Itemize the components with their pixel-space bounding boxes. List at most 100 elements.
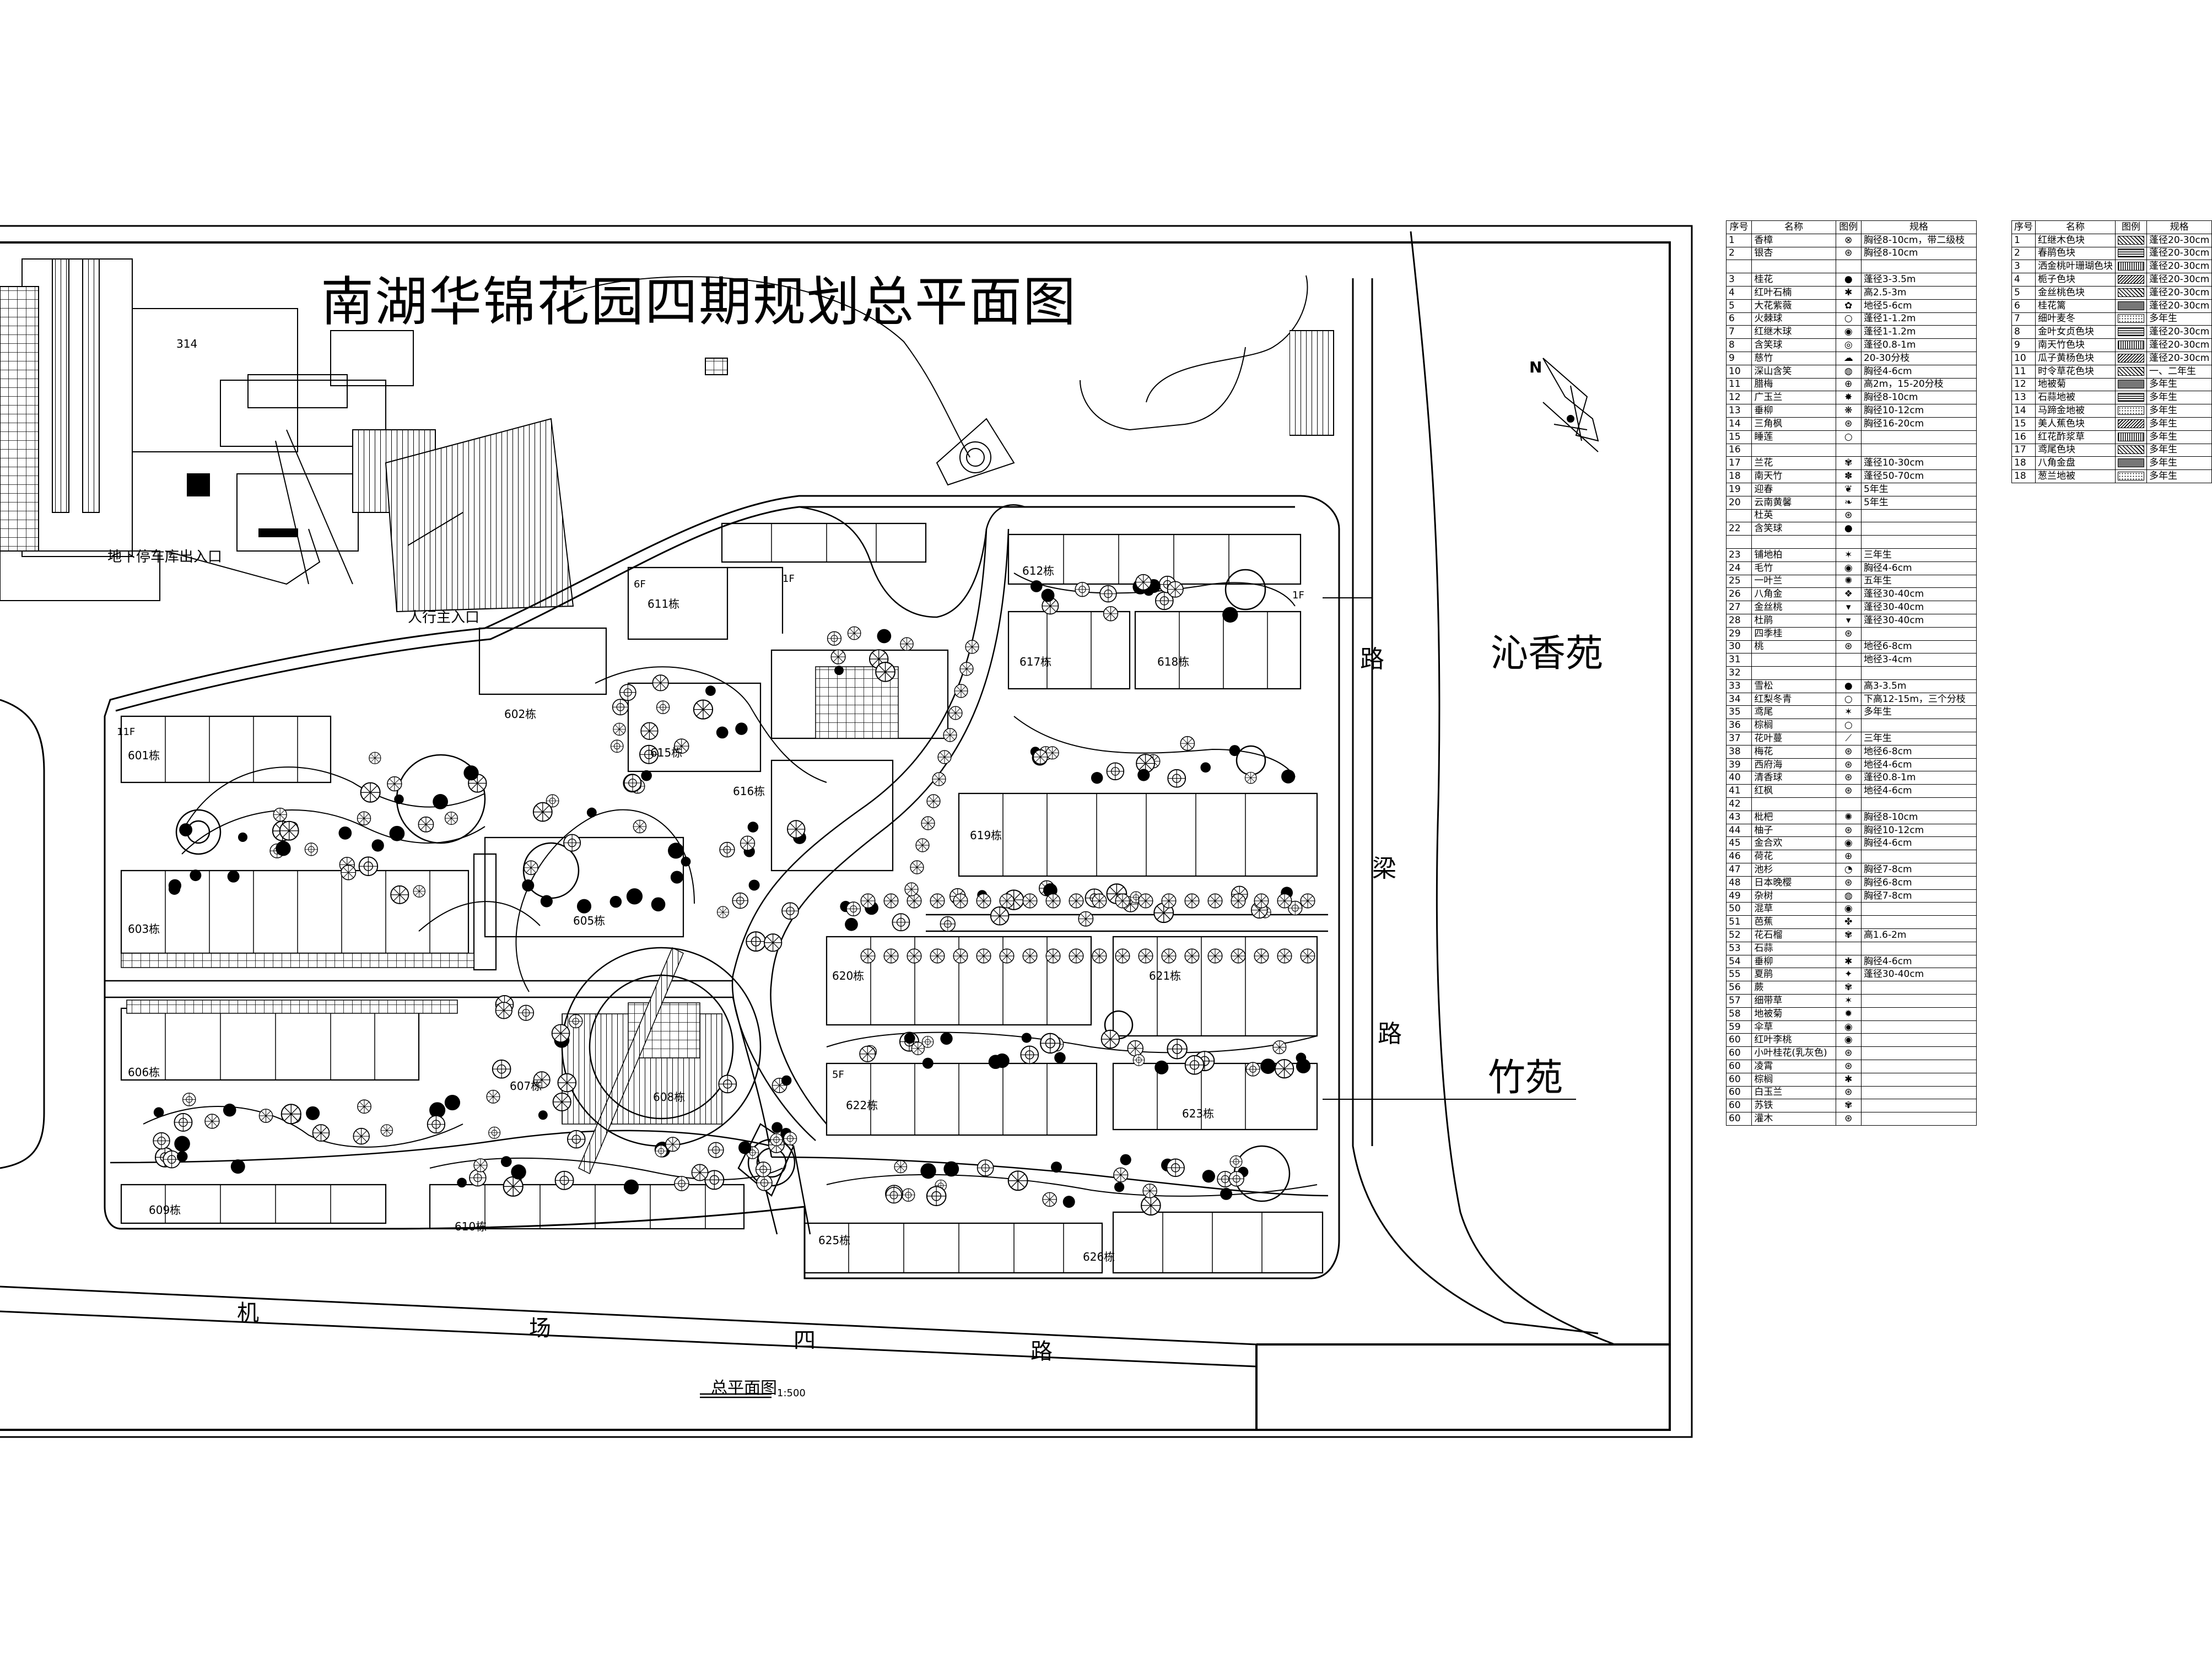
legend-no: 36 <box>1725 719 1752 733</box>
legend-symbol: ◔ <box>1835 863 1862 877</box>
legend-no: 53 <box>1725 941 1752 955</box>
legend-no: 3 <box>2011 260 2036 274</box>
legend-symbol: ● <box>1835 679 1862 693</box>
legend-no: 51 <box>1725 915 1752 930</box>
legend-name: 金合欢 <box>1751 836 1836 851</box>
legend-symbol: ⊛ <box>1835 246 1862 261</box>
legend-spec <box>1860 994 1977 1008</box>
tree-icon <box>651 897 666 912</box>
street-tree-icon <box>1231 893 1246 909</box>
legend-name: 日本晚樱 <box>1751 876 1836 890</box>
tree-icon <box>182 1093 196 1106</box>
legend-spec: 胸径4-6cm <box>1860 364 1977 379</box>
tree-icon <box>1272 1040 1287 1055</box>
street-tree-icon <box>1207 948 1223 964</box>
road-label-south-2: 场 <box>529 1316 551 1341</box>
legend-name: 池杉 <box>1751 863 1836 877</box>
legend-symbol <box>2115 273 2147 287</box>
legend-name: 棕榈 <box>1751 1072 1836 1087</box>
tree-icon <box>1142 1184 1157 1198</box>
hatch-swatch-icon <box>2118 472 2144 481</box>
legend-spec: 多年生 <box>2146 312 2212 326</box>
legend-name: 美人蕉色块 <box>2035 417 2116 431</box>
legend-name: 香樟 <box>1751 233 1836 247</box>
legend-symbol: ❖ <box>1835 587 1862 602</box>
legend-symbol: ● <box>1835 522 1862 536</box>
tree-icon <box>360 782 381 803</box>
legend-name: 红梨冬青 <box>1751 692 1836 706</box>
legend-no: 7 <box>2011 312 2036 326</box>
tree-icon <box>179 823 193 837</box>
legend-header-no: 序号 <box>2011 220 2036 234</box>
tree-icon <box>1274 1059 1294 1079</box>
road-label-south-3: 四 <box>794 1328 816 1353</box>
legend-name: 混草 <box>1751 902 1836 916</box>
tree-icon <box>763 933 783 952</box>
legend-spec <box>1860 1046 1977 1060</box>
legend-name: 四季桂 <box>1751 626 1836 641</box>
legend-no: 15 <box>2011 417 2036 431</box>
tree-icon <box>312 1124 330 1142</box>
legend-symbol: ⊛ <box>1835 876 1862 890</box>
legend-spec: 多年生 <box>2146 443 2212 457</box>
street-tree-icon <box>1300 893 1315 909</box>
road-label-east-1: 路 <box>1360 645 1384 673</box>
legend-name: 蕨 <box>1751 981 1836 995</box>
tree-icon <box>859 1045 876 1062</box>
legend-spec: 多年生 <box>2146 404 2212 418</box>
street-tree-icon <box>910 860 924 874</box>
legend-symbol: ✱ <box>1835 954 1862 969</box>
tree-icon <box>153 1107 164 1118</box>
building-label: 616栋 <box>733 785 765 798</box>
building-label: 603栋 <box>128 922 160 936</box>
legend-symbol <box>2115 260 2147 274</box>
tree-icon <box>380 1124 393 1137</box>
legend-symbol: ◍ <box>1835 364 1862 379</box>
legend-name: 迎春 <box>1751 482 1836 496</box>
legend-spec: 多年生 <box>2146 430 2212 444</box>
legend-name: 毛竹 <box>1751 561 1836 575</box>
legend-symbol: ✾ <box>1835 456 1862 471</box>
tree-icon <box>747 822 759 833</box>
street-tree-icon <box>959 662 974 676</box>
legend-symbol: ✺ <box>1835 810 1862 824</box>
street-tree-icon <box>1069 948 1084 964</box>
tree-icon <box>567 1130 586 1149</box>
legend-name: 南天竹色块 <box>2035 338 2116 352</box>
tree-icon <box>1167 1038 1188 1060</box>
legend-no: 35 <box>1725 705 1752 720</box>
legend-name: 石蒜地被 <box>2035 391 2116 405</box>
road-label-south-1: 机 <box>237 1300 259 1326</box>
legend-symbol <box>2115 443 2147 457</box>
street-tree-icon <box>1045 948 1061 964</box>
legend-name: 石蒜 <box>1751 941 1836 955</box>
tree-icon <box>1222 607 1238 623</box>
tree-icon <box>755 1162 771 1177</box>
tree-icon <box>623 774 642 792</box>
legend-spec: 蓬径20-30cm <box>2146 351 2212 365</box>
tree-icon <box>847 626 861 640</box>
legend-no: 24 <box>1725 561 1752 575</box>
tree-icon <box>1075 582 1090 597</box>
legend-spec: 5年生 <box>1860 482 1977 496</box>
tree-icon <box>612 699 629 716</box>
legend-name: 苏铁 <box>1751 1099 1836 1113</box>
legend-name: 雪松 <box>1751 679 1836 693</box>
legend-header-name: 名称 <box>1751 220 1836 234</box>
tree-icon <box>1041 588 1055 602</box>
legend-name: 细带草 <box>1751 994 1836 1008</box>
legend-spec: 多年生 <box>2146 456 2212 471</box>
tree-icon <box>1228 1171 1244 1187</box>
legend-name: 南天竹 <box>1751 469 1836 483</box>
